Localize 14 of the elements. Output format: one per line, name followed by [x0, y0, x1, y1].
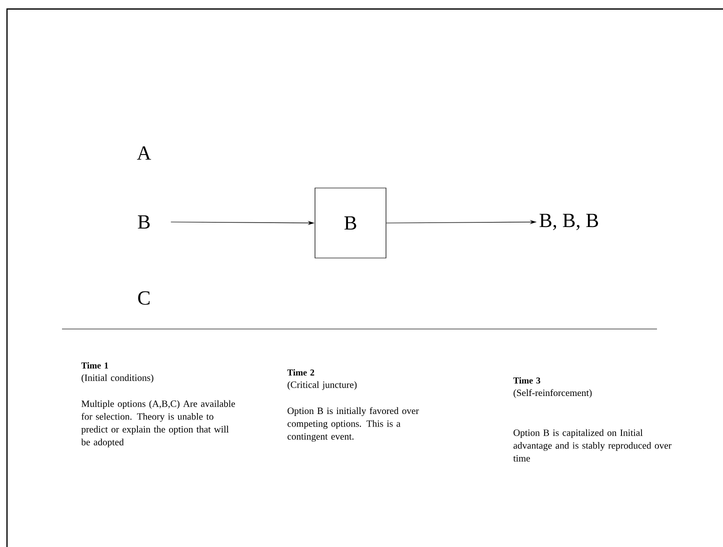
stage-subtitle: (Self-reinforcement) — [514, 389, 592, 398]
time-heading: Time 1 — [81, 362, 108, 369]
description-text: Option B is capitalized on Initial advantage and is stably reproduced over time — [513, 429, 672, 462]
description-text: Multiple options (A,B,C) Are available for selection. Theory is unable to predict or explain the option that will be adopted — [81, 400, 235, 448]
option-box: B — [314, 188, 386, 258]
option-label: B — [138, 215, 150, 229]
time-heading: Time 2 — [287, 369, 314, 376]
option-label: B, B, B — [540, 214, 598, 230]
description-text: Option B is initially favored over competing options. This is a contingent event. — [288, 407, 419, 442]
stage-subtitle: (Critical juncture) — [288, 381, 357, 390]
time-heading: Time 3 — [513, 377, 540, 384]
option-label: A — [136, 146, 152, 160]
stage-subtitle: (Initial conditions) — [82, 374, 154, 383]
option-label: C — [138, 291, 150, 305]
